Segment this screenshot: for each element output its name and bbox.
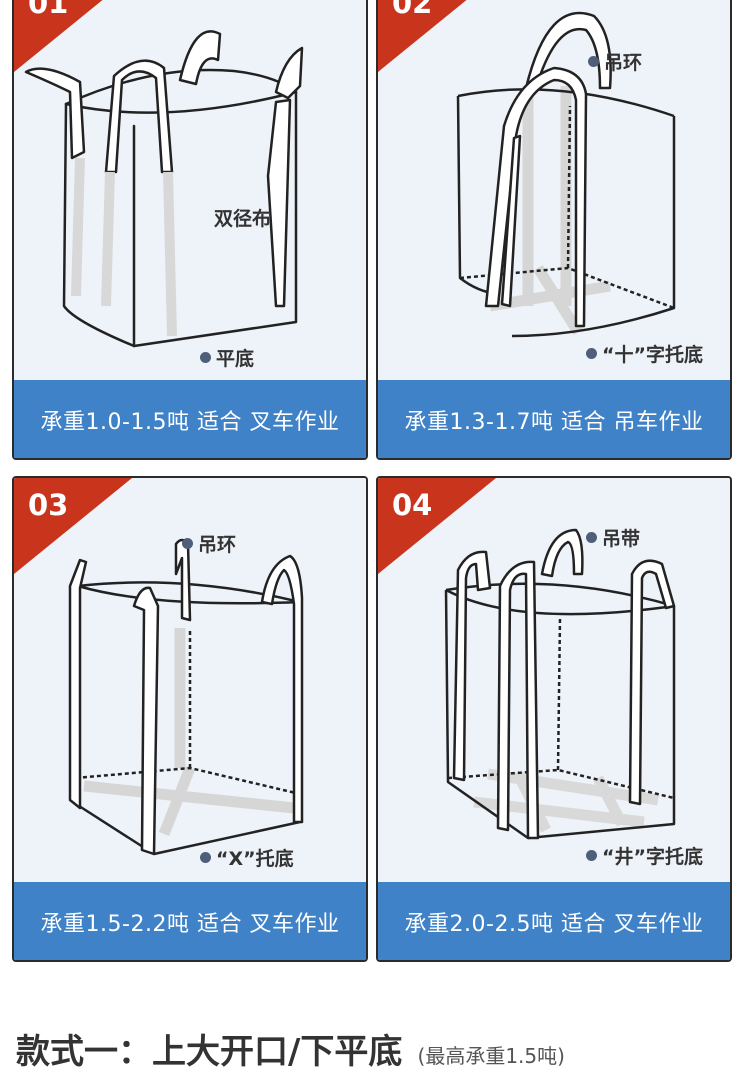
loop-label: 吊环 (182, 530, 236, 557)
section-title: 款式一：上大开口/下平底 (最高承重1.5吨) (16, 1024, 565, 1073)
bottom-label: 平底 (200, 344, 254, 371)
bag-illustration-flat-bottom: 双径布 平底 01 (14, 0, 366, 380)
product-card-03[interactable]: 吊环 “X”托底 03 承重1.5-2.2吨 适合 叉车作业 (12, 476, 368, 962)
bullet-icon (200, 352, 211, 363)
bullet-icon (586, 348, 597, 359)
card-caption: 承重1.3-1.7吨 适合 吊车作业 (378, 380, 730, 458)
bullet-icon (182, 538, 193, 549)
bottom-label: “X”托底 (200, 844, 294, 871)
bullet-icon (588, 56, 599, 67)
card-number: 04 (392, 488, 433, 522)
card-number: 01 (28, 0, 69, 20)
product-card-04[interactable]: 吊带 “井”字托底 04 承重2.0-2.5吨 适合 叉车作业 (376, 476, 732, 962)
card-number: 03 (28, 488, 69, 522)
bullet-icon (586, 850, 597, 861)
product-card-01[interactable]: 双径布 平底 01 承重1.0-1.5吨 适合 叉车作业 (12, 0, 368, 460)
cross-bottom-bag-icon (456, 11, 676, 338)
section-title-note: (最高承重1.5吨) (417, 1044, 565, 1068)
section-title-main: 款式一：上大开口/下平底 (16, 1032, 403, 1072)
bag-illustration-cross-bottom: 吊环 “十”字托底 02 (378, 0, 730, 380)
grid-bottom-bag-icon (444, 528, 676, 840)
corner-ribbon (14, 478, 132, 574)
corner-ribbon (14, 0, 132, 72)
card-caption: 承重2.0-2.5吨 适合 叉车作业 (378, 882, 730, 960)
strap-label: 吊带 (586, 524, 640, 551)
bag-illustration-x-bottom: 吊环 “X”托底 03 (14, 478, 366, 882)
fabric-label: 双径布 (214, 208, 272, 230)
loop-label: 吊环 (588, 48, 642, 75)
bottom-label: “井”字托底 (586, 842, 703, 869)
card-caption: 承重1.0-1.5吨 适合 叉车作业 (14, 380, 366, 458)
flat-bottom-bag-icon (24, 30, 304, 348)
bullet-icon (586, 532, 597, 543)
product-card-02[interactable]: 吊环 “十”字托底 02 承重1.3-1.7吨 适合 吊车作业 (376, 0, 732, 460)
card-caption: 承重1.5-2.2吨 适合 叉车作业 (14, 882, 366, 960)
card-number: 02 (392, 0, 433, 20)
corner-ribbon (378, 478, 496, 574)
bullet-icon (200, 852, 211, 863)
corner-ribbon (378, 0, 496, 72)
bag-illustration-grid-bottom: 吊带 “井”字托底 04 (378, 478, 730, 882)
x-bottom-bag-icon (68, 538, 304, 856)
bottom-label: “十”字托底 (586, 340, 703, 367)
